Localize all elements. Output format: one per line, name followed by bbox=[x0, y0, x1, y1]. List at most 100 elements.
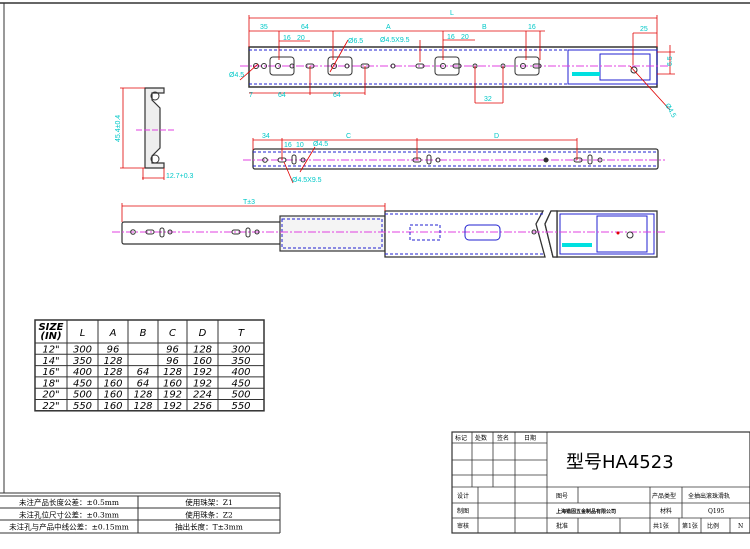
table-cell: 22" bbox=[42, 401, 59, 412]
table-header: L bbox=[80, 328, 86, 339]
table-cell: 128 bbox=[103, 356, 122, 367]
table-cell: 128 bbox=[193, 345, 212, 356]
table-cell: 96 bbox=[166, 356, 179, 367]
table-cell: 128 bbox=[133, 401, 152, 412]
notes-table: 未注产品长度公差：±0.5mm 使用珠架：Z1 未注孔位尺寸公差：±0.3mm 使用珠… bbox=[0, 492, 281, 534]
middle-rail-view: 34 C D 16 10 Ø4.5 Ø4.5X9.5 bbox=[243, 133, 665, 184]
dim-34: 34 bbox=[262, 133, 270, 140]
table-header: A bbox=[109, 328, 117, 339]
dim-6.5: 6.5 bbox=[667, 56, 674, 66]
note-right: 使用珠架：Z1 bbox=[185, 497, 232, 507]
table-cell: 96 bbox=[166, 345, 179, 356]
table-cell: 64 bbox=[137, 378, 150, 389]
review-label: 审核 bbox=[457, 522, 469, 530]
assembly-end-detail bbox=[544, 210, 665, 258]
table-cell: 18" bbox=[42, 378, 59, 389]
table-cell: 192 bbox=[193, 378, 212, 389]
top-view: L 35 64 A B 16 16 20 16 20 25 Ø6.5 Ø4.5X… bbox=[229, 10, 677, 119]
scale-label: 比例 bbox=[707, 522, 719, 530]
table-cell: 12" bbox=[42, 345, 59, 356]
table-cell: 300 bbox=[73, 345, 92, 356]
drawing-frame bbox=[0, 2, 750, 493]
table-cell: 550 bbox=[231, 401, 250, 412]
table-header: SIZE bbox=[38, 322, 63, 333]
note-right: 使用珠条：Z2 bbox=[185, 509, 233, 519]
table-cell: 192 bbox=[193, 367, 212, 378]
dim-35: 35 bbox=[260, 24, 268, 31]
dim-width: 12.7+0.3 bbox=[166, 173, 194, 180]
scale-value: N bbox=[738, 523, 743, 530]
table-cell: 400 bbox=[231, 367, 250, 378]
design-label: 设计 bbox=[457, 492, 469, 500]
sheet-number: 第1张 bbox=[682, 522, 698, 530]
table-cell: 350 bbox=[231, 356, 250, 367]
table-cell: 500 bbox=[231, 390, 250, 401]
product-type: 全抽出滚珠滑轨 bbox=[688, 492, 730, 500]
drafting-label: 制图 bbox=[457, 507, 469, 515]
table-cell: 160 bbox=[163, 378, 182, 389]
note-left: 未注产品长度公差：±0.5mm bbox=[19, 497, 119, 507]
table-cell: 192 bbox=[163, 401, 182, 412]
dim-T: T±3 bbox=[243, 199, 255, 206]
dim-20: 20 bbox=[297, 35, 305, 42]
material: Q195 bbox=[708, 508, 725, 515]
table-cell: 300 bbox=[231, 345, 250, 356]
table-header: B bbox=[140, 328, 147, 339]
dim-D: D bbox=[494, 133, 499, 140]
dim-64: 64 bbox=[278, 92, 286, 99]
table-header: C bbox=[169, 328, 176, 339]
drawing-no-label: 图号 bbox=[556, 493, 568, 500]
table-cell: 16" bbox=[42, 367, 59, 378]
dim-16: 16 bbox=[447, 34, 455, 41]
table-header: D bbox=[199, 328, 207, 339]
rev-header-mark: 标记 bbox=[455, 434, 467, 442]
table-cell: 128 bbox=[133, 390, 152, 401]
table-cell: 550 bbox=[73, 401, 92, 412]
note-right: 抽出长度：T±3mm bbox=[175, 522, 243, 532]
table-cell: 192 bbox=[163, 390, 182, 401]
product-type-label: 产品类型 bbox=[652, 492, 676, 500]
table-cell: 350 bbox=[73, 356, 92, 367]
table-cell: 224 bbox=[193, 390, 212, 401]
table-cell: 128 bbox=[103, 367, 122, 378]
dim-64: 64 bbox=[333, 92, 341, 99]
dim-16: 16 bbox=[284, 142, 292, 149]
dim-32: 32 bbox=[484, 96, 492, 103]
table-cell: 160 bbox=[103, 401, 122, 412]
note-left: 未注孔位尺寸公差：±0.3mm bbox=[19, 509, 119, 519]
dim-phi6.5: Ø6.5 bbox=[348, 38, 363, 45]
table-cell: 160 bbox=[103, 378, 122, 389]
rev-header-date: 日期 bbox=[524, 434, 536, 442]
table-cell: 20" bbox=[42, 390, 59, 401]
dim-height: 45.4±0.4 bbox=[115, 115, 122, 142]
dim-L: L bbox=[450, 10, 454, 17]
table-cell: 160 bbox=[193, 356, 212, 367]
dim-C: C bbox=[346, 133, 351, 140]
table-cell: 400 bbox=[73, 367, 92, 378]
table-cell: 128 bbox=[163, 367, 182, 378]
dim-10: 10 bbox=[296, 142, 304, 149]
table-cell: 450 bbox=[73, 378, 92, 389]
dim-25: 25 bbox=[640, 26, 648, 33]
dim-slot: Ø4.5X9.5 bbox=[380, 37, 410, 44]
dim-B: B bbox=[482, 24, 487, 31]
dim-64: 64 bbox=[301, 24, 309, 31]
table-cell: 450 bbox=[231, 378, 250, 389]
dim-phi4.5: Ø4.5 bbox=[663, 103, 677, 120]
table-header: T bbox=[238, 328, 245, 339]
company-name: 上海锴固五金制品有限公司 bbox=[556, 508, 616, 515]
table-header: (IN) bbox=[40, 331, 61, 342]
table-cell: 14" bbox=[42, 356, 59, 367]
table-cell: 160 bbox=[103, 390, 122, 401]
table-cell: 64 bbox=[137, 367, 150, 378]
dim-slot: Ø4.5X9.5 bbox=[292, 177, 322, 184]
table-cell: 96 bbox=[107, 345, 120, 356]
table-cell: 256 bbox=[193, 401, 212, 412]
rev-header-sign: 签名 bbox=[497, 434, 509, 442]
dim-7: 7 bbox=[249, 92, 253, 99]
table-cell: 500 bbox=[73, 390, 92, 401]
dim-phi4.5: Ø4.5 bbox=[313, 141, 328, 148]
dim-A: A bbox=[386, 24, 391, 31]
